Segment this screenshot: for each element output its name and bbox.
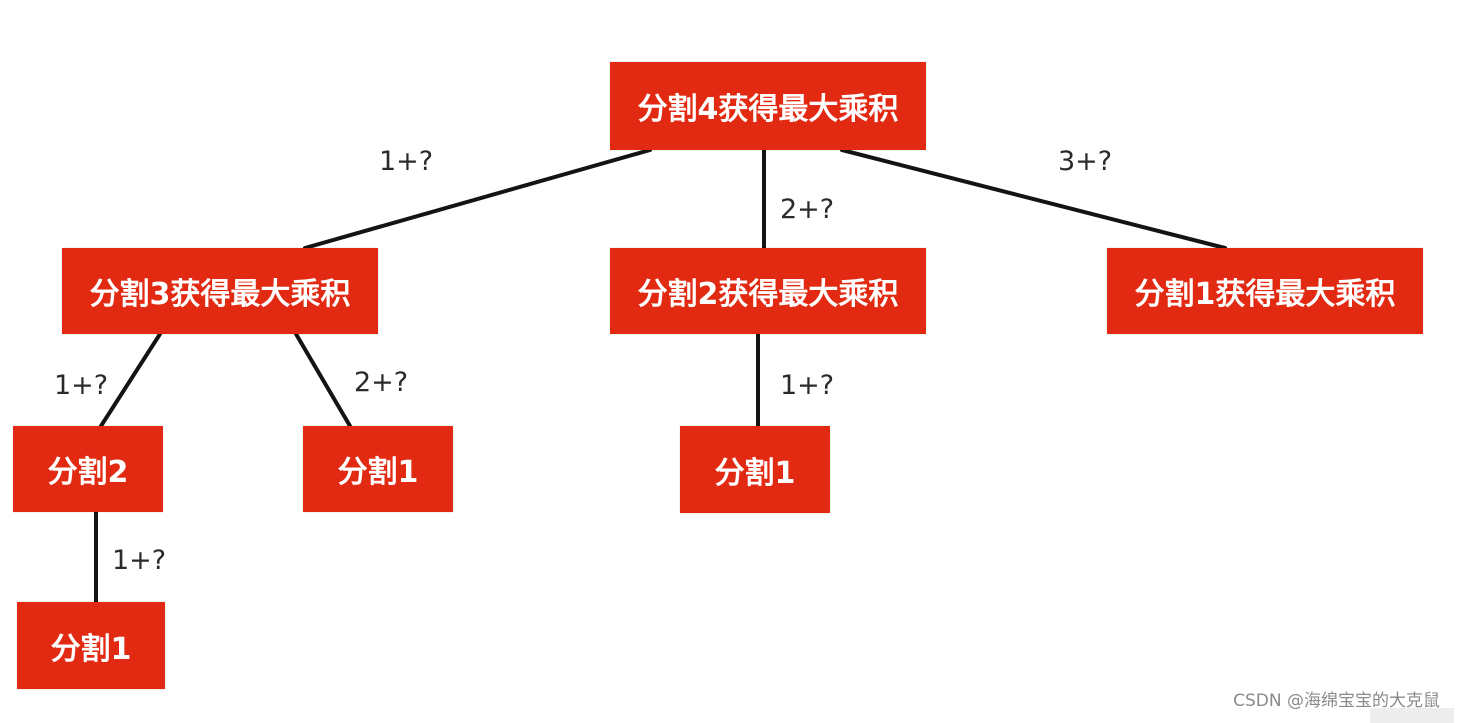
label-split3-left: 1+? [54, 370, 109, 401]
edge-root-to-split3 [303, 148, 652, 250]
node-root: 分割4获得最大乘积 [610, 62, 926, 150]
node-split2-child-split1: 分割1 [17, 602, 165, 689]
label-split2max-down: 1+? [780, 370, 835, 401]
node-split2max: 分割2获得最大乘积 [610, 248, 926, 334]
node-split1max: 分割1获得最大乘积 [1107, 248, 1423, 334]
label-split2-down: 1+? [112, 545, 167, 576]
label-root-right: 3+? [1058, 146, 1113, 177]
node-split3: 分割3获得最大乘积 [62, 248, 378, 334]
edge-split3-to-split1 [294, 332, 352, 428]
csdn-watermark: CSDN @海绵宝宝的大克鼠 [1233, 691, 1440, 711]
logo-chip [1370, 708, 1454, 723]
node-split3-child-split2: 分割2 [13, 426, 163, 512]
label-root-middle: 2+? [780, 194, 835, 225]
node-split2max-child-split1: 分割1 [680, 426, 830, 513]
label-root-left: 1+? [379, 146, 434, 177]
edge-root-to-split1max [840, 148, 1227, 250]
label-split3-right: 2+? [354, 367, 409, 398]
node-split3-child-split1: 分割1 [303, 426, 453, 512]
edge-split3-to-split2 [99, 332, 162, 428]
